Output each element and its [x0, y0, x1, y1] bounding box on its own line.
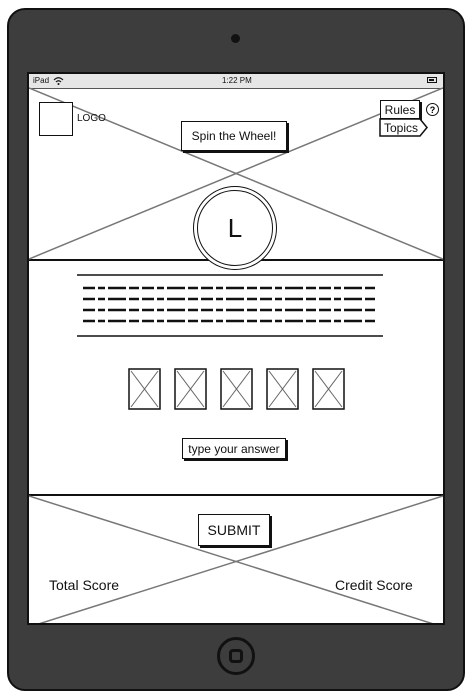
battery-icon	[427, 77, 437, 83]
total-score-label: Total Score	[49, 577, 120, 593]
spin-wheel-button[interactable]: Spin the Wheel!	[181, 121, 287, 151]
home-button[interactable]	[217, 637, 255, 675]
logo-label: LOGO	[77, 113, 106, 124]
status-bar: iPad 1:22 PM	[29, 74, 443, 89]
screen: iPad 1:22 PM LOGO Spin the Wheel! Rules …	[27, 72, 445, 625]
letter-box[interactable]	[128, 368, 162, 410]
camera-icon	[231, 34, 240, 43]
credit-score-label: Credit Score	[335, 577, 413, 593]
footer-section: SUBMIT Total Score Credit Score	[29, 494, 443, 623]
submit-button[interactable]: SUBMIT	[198, 514, 270, 546]
question-text-placeholder	[77, 274, 383, 337]
question-section: type your answer	[29, 261, 443, 494]
header-image-placeholder	[29, 87, 443, 260]
letter-box[interactable]	[266, 368, 300, 410]
wheel-letter: L	[197, 190, 273, 266]
logo-image-placeholder	[39, 102, 73, 136]
header-section: LOGO Spin the Wheel! Rules ? Topics L	[29, 87, 443, 270]
letter-box[interactable]	[312, 368, 346, 410]
letter-boxes	[29, 367, 443, 411]
status-device: iPad	[33, 76, 50, 85]
letter-box[interactable]	[174, 368, 208, 410]
footer-image-placeholder	[29, 495, 443, 623]
topics-button[interactable]: Topics	[383, 121, 418, 135]
topics-tab-shape	[379, 118, 428, 137]
wifi-icon	[53, 77, 64, 85]
help-icon[interactable]: ?	[426, 103, 439, 116]
letter-box[interactable]	[220, 368, 254, 410]
answer-input[interactable]: type your answer	[182, 438, 286, 459]
home-button-icon	[229, 649, 243, 663]
status-time: 1:22 PM	[222, 76, 252, 85]
rules-button[interactable]: Rules	[380, 100, 420, 119]
